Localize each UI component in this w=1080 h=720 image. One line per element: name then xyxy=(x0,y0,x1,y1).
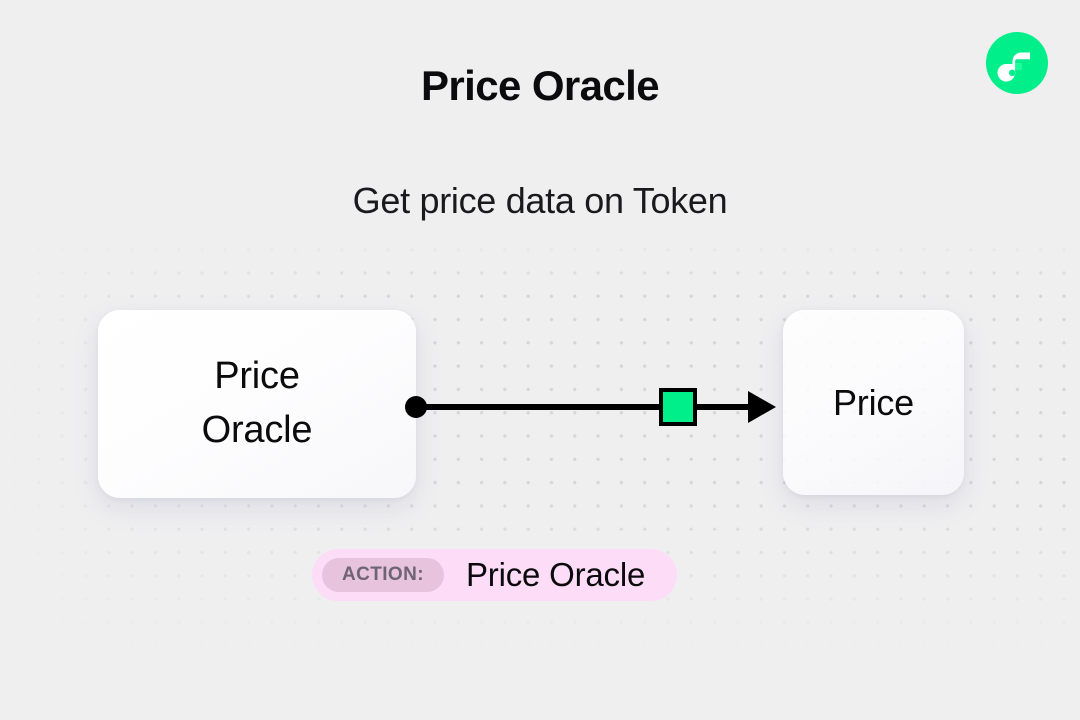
page-title: Price Oracle xyxy=(421,62,660,109)
page-subtitle: Get price data on Token xyxy=(352,180,728,221)
node-source-label-line1: Price xyxy=(214,355,300,398)
node-price[interactable]: Price xyxy=(783,310,964,495)
node-price-oracle[interactable]: Price Oracle xyxy=(98,310,416,498)
flow-logo xyxy=(986,32,1048,94)
connector-arrowhead-icon xyxy=(748,391,776,423)
connector-action-marker-icon[interactable] xyxy=(659,388,697,426)
action-badge-value: Price Oracle xyxy=(465,556,646,593)
node-target-label: Price xyxy=(832,381,915,423)
node-source-label-line2: Oracle xyxy=(201,409,313,451)
action-badge: ACTION: Price Oracle xyxy=(312,549,678,601)
action-badge-prefix: ACTION: xyxy=(322,558,444,592)
